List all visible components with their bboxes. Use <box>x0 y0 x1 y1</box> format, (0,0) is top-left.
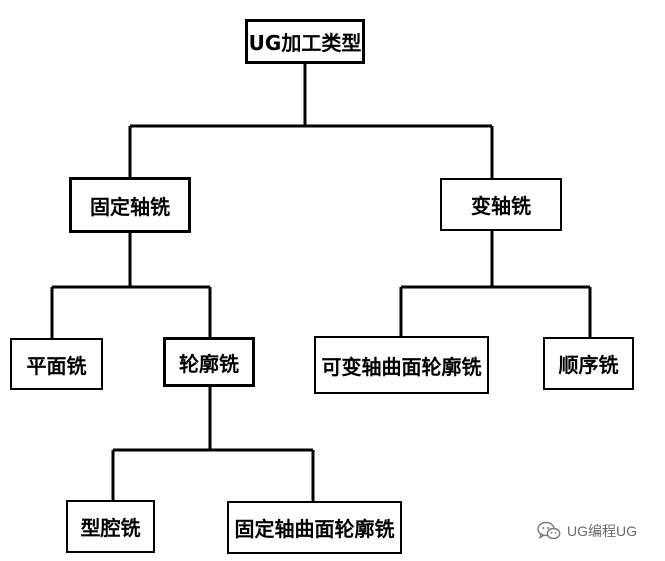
node-planar-milling: 平面铣 <box>10 338 103 390</box>
node-sequential-milling: 顺序铣 <box>543 337 634 390</box>
node-fixed-axis-contour-milling: 固定轴曲面轮廓铣 <box>227 501 402 554</box>
watermark-text: UG编程UG <box>567 523 637 539</box>
node-ug-machining-types: UG加工类型 <box>245 19 365 64</box>
wechat-logo-icon <box>537 521 561 540</box>
node-variable-axis-milling: 变轴铣 <box>440 178 562 231</box>
node-fixed-axis-milling: 固定轴铣 <box>69 177 191 233</box>
node-cavity-milling: 型腔铣 <box>66 500 155 553</box>
node-contour-milling: 轮廓铣 <box>163 337 255 387</box>
watermark: UG编程UG <box>537 519 637 543</box>
node-variable-contour-milling: 可变轴曲面轮廓铣 <box>314 336 489 394</box>
